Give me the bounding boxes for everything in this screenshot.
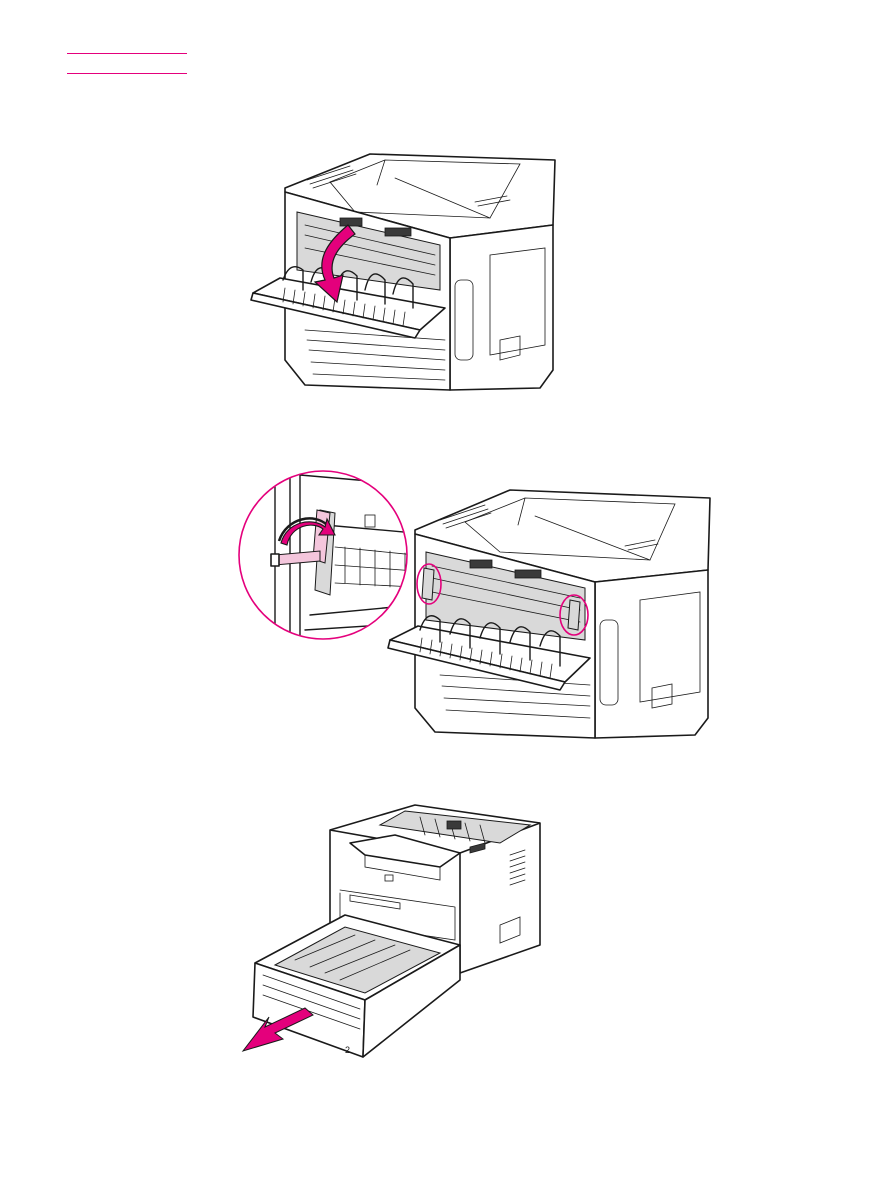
paper-tray-2: 2	[252, 914, 461, 1058]
straight-pull-arrow	[241, 1007, 314, 1052]
printer-body	[284, 153, 556, 391]
release-levers-illustration	[238, 470, 711, 739]
lever-detail-callout	[238, 470, 408, 640]
rear-door-open-illustration	[250, 153, 556, 391]
rear-door	[250, 266, 446, 339]
header-rule-top	[67, 53, 187, 54]
curved-down-arrow	[313, 224, 356, 304]
printer-body	[387, 489, 711, 739]
tray-number-label: 2	[345, 1045, 350, 1055]
header-rule-bottom	[67, 73, 187, 74]
tray-removal-illustration: 2	[241, 804, 541, 1058]
